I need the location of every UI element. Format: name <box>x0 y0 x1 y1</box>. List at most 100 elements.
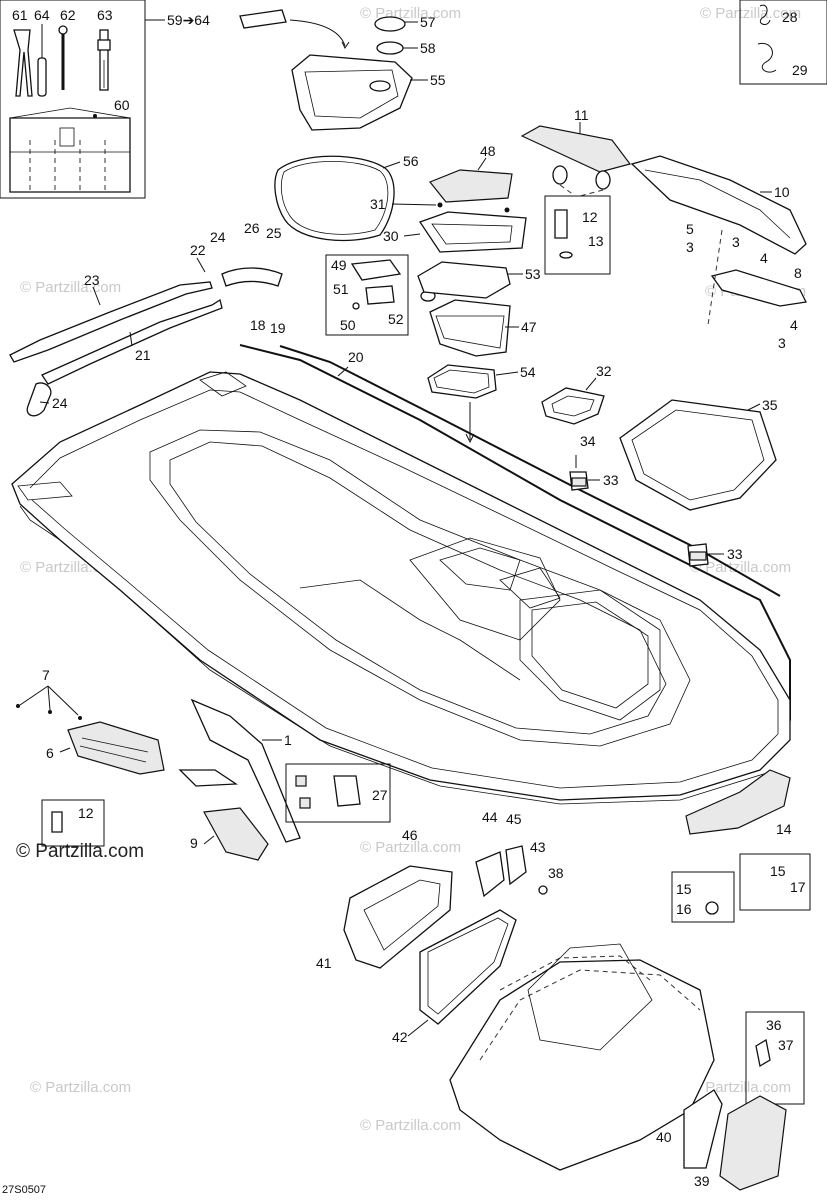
clamp-43-b <box>505 845 527 886</box>
callout-52: 52 <box>388 311 404 327</box>
callout-5: 5 <box>686 221 694 237</box>
storage-bin-group: 57 58 55 <box>289 14 446 131</box>
latch-kit-box <box>325 254 409 336</box>
bolt-12 <box>554 209 568 239</box>
callout-39: 39 <box>694 1173 710 1189</box>
callout-55: 55 <box>430 72 446 88</box>
deck-outline <box>11 371 791 801</box>
callout-31: 31 <box>370 196 386 212</box>
callout-36: 36 <box>766 1017 782 1033</box>
pliers-icon <box>13 29 33 97</box>
callout-51: 51 <box>333 281 349 297</box>
callout-43: 43 <box>530 839 546 855</box>
callout-28: 28 <box>782 9 798 25</box>
callout-37: 37 <box>778 1037 794 1053</box>
tool-pouch-icon <box>9 117 131 193</box>
callout-20: 20 <box>348 349 364 365</box>
side-vent-6 <box>67 721 165 775</box>
latch-49 <box>350 259 402 281</box>
watermark-text: © Partzilla.com <box>360 5 461 22</box>
gasket-54 <box>427 364 497 399</box>
watermark-text: © Partzilla.com <box>30 1079 131 1096</box>
callout-29: 29 <box>792 62 808 78</box>
callout-24-b: 24 <box>52 395 68 411</box>
hull-deck <box>11 371 791 805</box>
callout-3-a: 3 <box>686 239 694 255</box>
bumper-24-rear <box>26 382 52 417</box>
callout-23: 23 <box>84 272 100 288</box>
callout-27: 27 <box>372 787 388 803</box>
gasket-35 <box>619 399 777 511</box>
callout-35: 35 <box>762 397 778 413</box>
callout-10: 10 <box>774 184 790 200</box>
callout-62: 62 <box>60 7 76 23</box>
plate-32 <box>541 387 605 425</box>
vent-8 <box>710 269 807 307</box>
lid-48 <box>429 169 513 203</box>
callout-21: 21 <box>135 347 151 363</box>
cap-57 <box>374 16 406 32</box>
bracket-1 <box>178 769 238 787</box>
gasket-56 <box>274 155 395 242</box>
callout-24-a: 24 <box>210 229 226 245</box>
grate-41 <box>343 865 453 969</box>
watermark-text: © Partzilla.com <box>360 1117 461 1134</box>
callout-54: 54 <box>520 364 536 380</box>
callout-30: 30 <box>383 228 399 244</box>
watermark-text: © Partzilla.com <box>700 5 801 22</box>
side-panel-1 <box>190 698 301 843</box>
callout-64: 64 <box>34 7 50 23</box>
hull-bottom <box>449 959 715 1171</box>
callout-44: 44 <box>482 809 498 825</box>
callout-57: 57 <box>420 14 436 30</box>
callout-56: 56 <box>403 153 419 169</box>
callout-18: 18 <box>250 317 266 333</box>
rub-rail-21 <box>41 298 223 385</box>
clamp-43-a <box>475 851 505 898</box>
callout-8: 8 <box>794 265 802 281</box>
gasket-40 <box>683 1089 723 1169</box>
callout-58: 58 <box>420 40 436 56</box>
callout-13: 13 <box>588 233 604 249</box>
callout-19: 19 <box>270 320 286 336</box>
watermark-text: © Partzilla.com <box>690 559 791 576</box>
watermark-text: © Partzilla.com <box>690 1079 791 1096</box>
callout-1: 1 <box>284 732 292 748</box>
insert-box-27 <box>285 763 391 823</box>
callout-22: 22 <box>190 242 206 258</box>
callout-15-b: 15 <box>770 863 786 879</box>
fastener-box-12-13 <box>544 195 611 275</box>
callout-9: 9 <box>190 835 198 851</box>
storage-bin-55 <box>291 54 413 131</box>
callout-4-a: 4 <box>760 250 768 266</box>
callout-46: 46 <box>402 827 418 843</box>
tool-bag-part <box>239 9 287 29</box>
callout-12-bottom: 12 <box>78 805 94 821</box>
callout-53: 53 <box>525 266 541 282</box>
watermark-text: © Partzilla.com <box>360 839 461 856</box>
callout-4-b: 4 <box>790 317 798 333</box>
grate-9 <box>203 807 269 861</box>
callout-11: 11 <box>574 107 589 123</box>
fastener-box-15-16 <box>671 871 735 923</box>
callout-40: 40 <box>656 1129 672 1145</box>
callout-16: 16 <box>676 901 692 917</box>
frame-30 <box>418 211 527 253</box>
callout-15-a: 15 <box>676 881 692 897</box>
bumper-14 <box>685 769 791 835</box>
gasket-53 <box>417 261 511 299</box>
callout-32: 32 <box>596 363 612 379</box>
grip-11 <box>520 125 632 173</box>
clip-box-28-29 <box>739 0 827 85</box>
callout-14: 14 <box>776 821 792 837</box>
watermark-dark-text: © Partzilla.com <box>16 841 144 862</box>
callout-47: 47 <box>521 319 537 335</box>
watermark-text: © Partzilla.com <box>20 279 121 296</box>
callout-6: 6 <box>46 745 54 761</box>
callout-63: 63 <box>97 7 113 23</box>
trim-10 <box>630 155 807 255</box>
callout-25: 25 <box>266 225 282 241</box>
callout-12-top: 12 <box>582 209 598 225</box>
fastener-box-15-17 <box>739 853 811 911</box>
